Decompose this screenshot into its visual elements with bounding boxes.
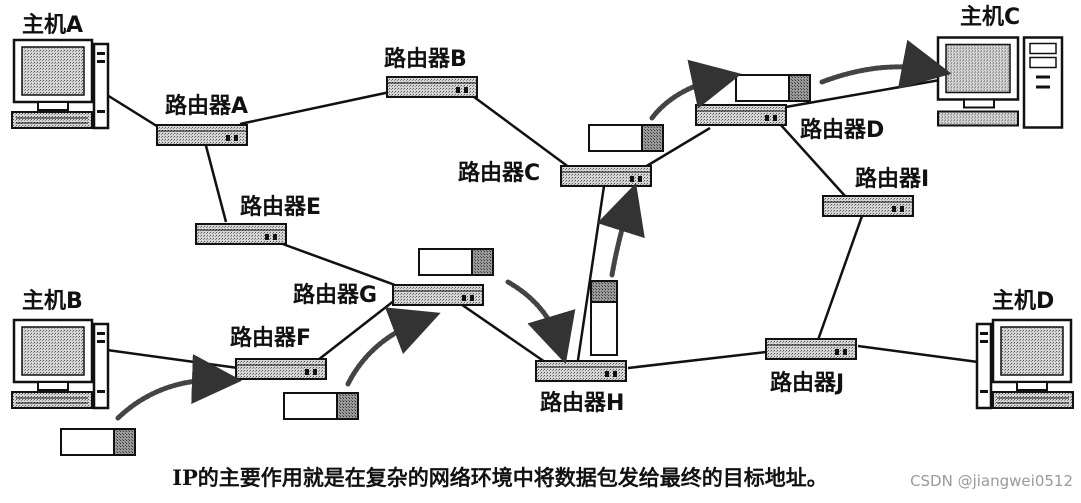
link-router-c-router-d [639,126,711,172]
flow-arrow-icon [597,182,645,278]
router-e-icon [195,223,287,245]
packet-icon [418,248,494,276]
host-c-label: 主机C [960,5,1020,30]
host-d-computer-icon [975,318,1075,410]
router-j-icon [765,338,857,360]
router-a-icon [156,124,248,146]
router-g-label: 路由器G [293,282,377,308]
flow-arrow-icon [649,59,742,121]
watermark: CSDN @jiangwei0512 [910,472,1073,490]
router-h-label: 路由器H [540,390,624,416]
link-router-e-router-g [279,241,396,287]
router-d-icon [695,104,787,126]
router-a-label: 路由器A [165,93,248,119]
host-b-label: 主机B [22,289,83,314]
flow-arrow-icon [345,307,441,387]
host-c-computer-icon [936,36,1064,129]
host-d-label: 主机D [992,289,1054,314]
figure-caption: IP的主要作用就是在复杂的网络环境中将数据包发给最终的目标地址。 [172,465,828,490]
link-router-b-router-c [469,92,571,170]
flow-arrow-icon [819,39,952,89]
link-router-h-router-j [627,350,767,370]
router-d-label: 路由器D [800,117,884,143]
router-f-icon [235,358,327,380]
router-b-label: 路由器B [384,46,467,72]
packet-icon [60,428,136,456]
router-g-icon [392,284,484,306]
host-b-computer-icon [10,318,110,410]
flow-arrow-icon [115,354,242,421]
packet-icon [735,74,811,102]
router-i-icon [822,195,914,217]
router-c-icon [560,165,652,187]
router-j-label: 路由器J [770,370,844,396]
link-router-g-router-h [454,298,546,364]
packet-flow-arrows [115,39,952,421]
router-b-icon [386,76,478,98]
host-a-computer-icon [10,38,110,130]
router-h-icon [535,360,627,382]
packet-icon [283,392,359,420]
router-e-label: 路由器E [240,194,321,220]
link-host-a-router-a [106,93,161,130]
router-c-label: 路由器C [458,160,540,186]
link-router-a-router-b [239,90,391,126]
host-a-label: 主机A [22,13,83,38]
packet-icon [588,124,664,152]
link-router-g-router-f [317,299,396,361]
link-router-d-router-i [779,123,846,197]
link-router-a-router-e [203,141,228,223]
router-i-label: 路由器I [855,166,929,192]
link-router-i-router-j [816,215,864,341]
network-links [106,78,979,370]
router-f-label: 路由器F [230,325,311,351]
flow-arrow-icon [505,279,576,365]
packet-icon [590,280,618,356]
link-host-b-router-f [106,348,239,370]
link-router-j-host-d [857,344,979,364]
